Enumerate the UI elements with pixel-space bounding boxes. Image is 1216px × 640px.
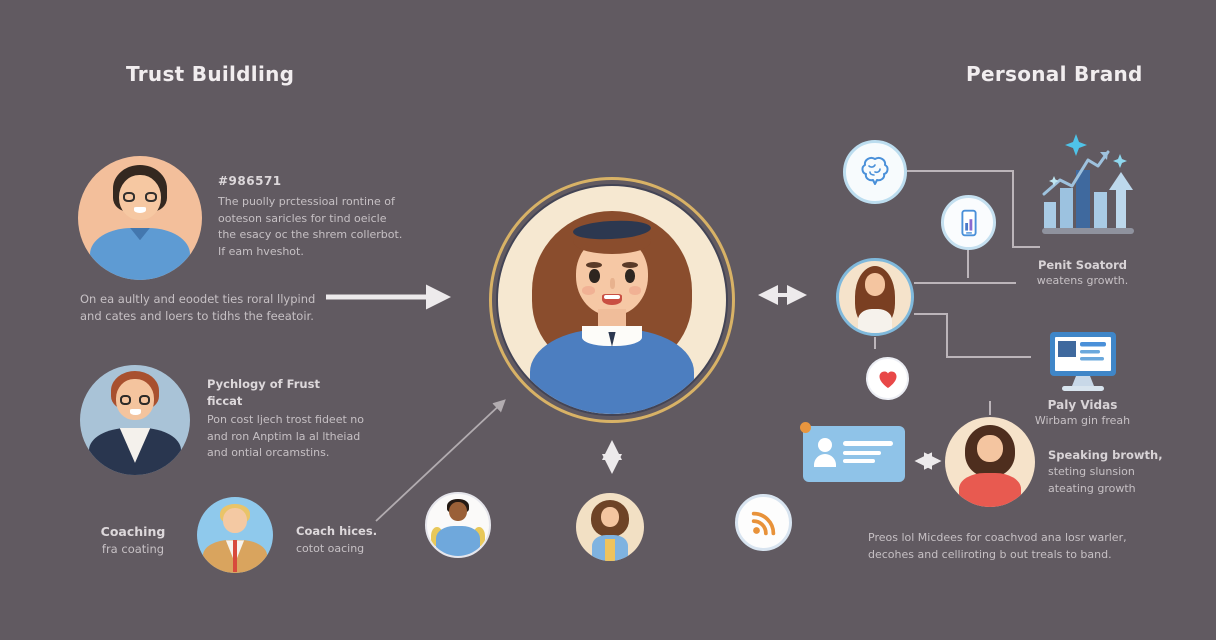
phone-glyph [960, 209, 977, 236]
growth-bars-sparkle-icon [1042, 134, 1134, 234]
glasses-right-lens [144, 191, 158, 202]
right-footer-note: Preos lol Micdees for coachvod ana losr … [868, 531, 1127, 561]
stat1-title: Penit Soatord [1037, 258, 1128, 272]
speaking-label: Speaking browth, steting slunsion ateati… [1048, 448, 1168, 497]
card-line-3 [843, 459, 875, 463]
apron-shape [604, 539, 616, 561]
left-eyebrow [585, 262, 602, 269]
left-blush [582, 286, 595, 295]
rss-glyph [751, 511, 775, 535]
trust-building-title: Trust Buildling [126, 62, 295, 86]
mouth-shape [601, 293, 623, 305]
sparkle-small [1113, 154, 1127, 168]
central-woman-avatar [489, 177, 735, 423]
profile2-heading: Pychlogy of Frust ficcat [207, 377, 320, 408]
face-shape [449, 502, 467, 522]
avatar-man-bottom [425, 492, 491, 558]
coaching-sub: fra coating [101, 542, 165, 556]
brain-glyph [861, 156, 889, 185]
personal-brand-title: Personal Brand [966, 62, 1143, 86]
coach2-title: Coach hices. [296, 524, 378, 538]
profile1-body: The puolly prctessioal rontine of ooteso… [218, 195, 403, 258]
speaking-body: steting slunsion ateating growth [1048, 465, 1136, 495]
avatar-woman-red-shirt [945, 417, 1035, 507]
coaching-label: Coaching fra coating [73, 524, 193, 556]
face-shape [601, 507, 619, 527]
glasses-right-lens [139, 394, 151, 405]
central-avatar-inner [496, 184, 728, 416]
stat1-sub: weatens growth. [1036, 274, 1129, 287]
line-avatar-to-monitor [914, 313, 1031, 358]
nose-shape [609, 278, 615, 289]
heart-glyph [879, 371, 896, 388]
card-person-body [814, 454, 836, 467]
face-shape [864, 273, 886, 296]
stat1-label: Penit Soatord weatens growth. [1015, 258, 1150, 287]
coach-hices-label: Coach hices. cotot oacing [296, 524, 377, 555]
coaching-title: Coaching [100, 524, 166, 539]
avatar-man-blue-shirt [78, 156, 202, 280]
card-line-2 [843, 451, 881, 455]
notification-dot [800, 422, 811, 433]
shirt-shape [435, 526, 481, 556]
left-note: On ea aultly and eoodet ties roral llypi… [80, 292, 316, 324]
collar-vee-shape [608, 331, 616, 347]
smile-shape [129, 409, 141, 415]
card-person-head [818, 438, 832, 452]
speaking-title: Speaking browth, [1048, 448, 1163, 462]
smile-shape [133, 206, 147, 214]
glasses-left-lens [122, 191, 136, 202]
coach2-sub: cotot oacing [296, 542, 365, 555]
avatar-man-navy-blazer [80, 365, 190, 475]
teeth-shape [604, 294, 620, 300]
card-line-1 [843, 441, 893, 446]
profile2-body: Pon cost ljech trost fideet no and ron A… [207, 413, 364, 459]
videos-title: Paly Vidas [1047, 398, 1118, 412]
right-eyebrow [622, 262, 639, 269]
videos-sub: Wirbam gin freah [1034, 414, 1131, 427]
videos-label: Paly Vidas Wirbam gin freah [1015, 398, 1150, 427]
brain-icon [843, 140, 907, 204]
top-shape [857, 308, 893, 333]
right-blush [629, 286, 642, 295]
face-shape [222, 508, 248, 534]
phone-analytics-icon [941, 195, 996, 250]
glasses-left-lens [119, 394, 131, 405]
sparkle-tiny [1049, 176, 1059, 186]
rss-icon [735, 494, 792, 551]
heart-icon [866, 357, 909, 400]
avatar-girl-bottom [576, 493, 644, 561]
right-eye [624, 269, 636, 283]
left-eye [589, 269, 600, 283]
profile1-heading: #986571 [218, 174, 282, 188]
shirt-shape [959, 472, 1021, 507]
face-shape [977, 435, 1003, 462]
sparkle-large [1065, 134, 1087, 156]
profile-card-icon [800, 422, 905, 482]
monitor-content-icon [1050, 332, 1116, 391]
avatar-woman-long-hair [836, 258, 914, 336]
tie-shape [232, 540, 238, 573]
avatar-man-tan-suit [197, 497, 273, 573]
